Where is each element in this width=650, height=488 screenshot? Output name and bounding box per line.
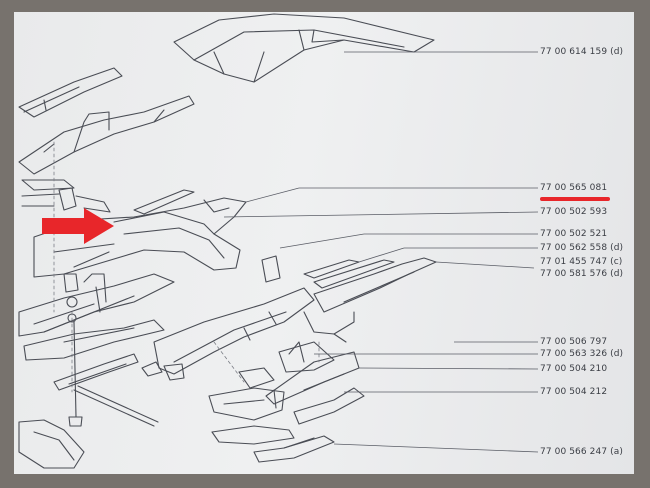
- part-number-label-highlighted: 77 00 565 081: [540, 183, 608, 193]
- left-crossmember-upper: [18, 67, 123, 118]
- lower-sill-part: [23, 319, 165, 361]
- part-number-label: 77 00 506 797: [540, 337, 608, 347]
- part-number-label: 77 00 504 212: [540, 387, 608, 397]
- floor-rail-part: [211, 425, 335, 463]
- part-number-label: 77 00 566 247 (a): [540, 447, 623, 457]
- parts-catalog-page: 77 00 614 159 (d) 77 00 565 081 77 00 50…: [14, 12, 634, 474]
- center-bracket-parts: [238, 341, 360, 405]
- part-number-label: 77 01 455 747 (c): [540, 257, 623, 267]
- part-number-label: 77 00 614 159 (d): [540, 47, 624, 57]
- exploded-chassis-diagram: [18, 13, 610, 469]
- part-number-label: 77 00 504 210: [540, 364, 608, 374]
- leader-lines: [223, 51, 539, 453]
- rod-and-bolt: [68, 321, 159, 427]
- part-number-label: 77 00 562 558 (d): [540, 243, 624, 253]
- part-number-label: 77 00 563 326 (d): [540, 349, 624, 359]
- side-member-part: [153, 287, 355, 375]
- lower-bracket-part: [208, 387, 365, 425]
- highlight-arrow-icon: [42, 208, 114, 244]
- part-number-label: 77 00 581 576 (d): [540, 269, 624, 279]
- rubber-mount-parts: [63, 255, 281, 323]
- bar-parts: [303, 257, 437, 313]
- rocker-part: [53, 353, 139, 391]
- front-frame-part: [173, 13, 435, 83]
- left-crossmember-middle: [18, 95, 195, 175]
- strip-part: [133, 189, 195, 215]
- bracket-parts: [21, 179, 111, 213]
- main-crossmember-part: [33, 197, 247, 278]
- part-number-label: 77 00 502 521: [540, 229, 608, 239]
- left-sill-part: [18, 273, 175, 337]
- bottom-panel-part: [18, 419, 85, 469]
- clip-parts: [141, 361, 185, 381]
- part-number-label: 77 00 502 593: [540, 207, 608, 217]
